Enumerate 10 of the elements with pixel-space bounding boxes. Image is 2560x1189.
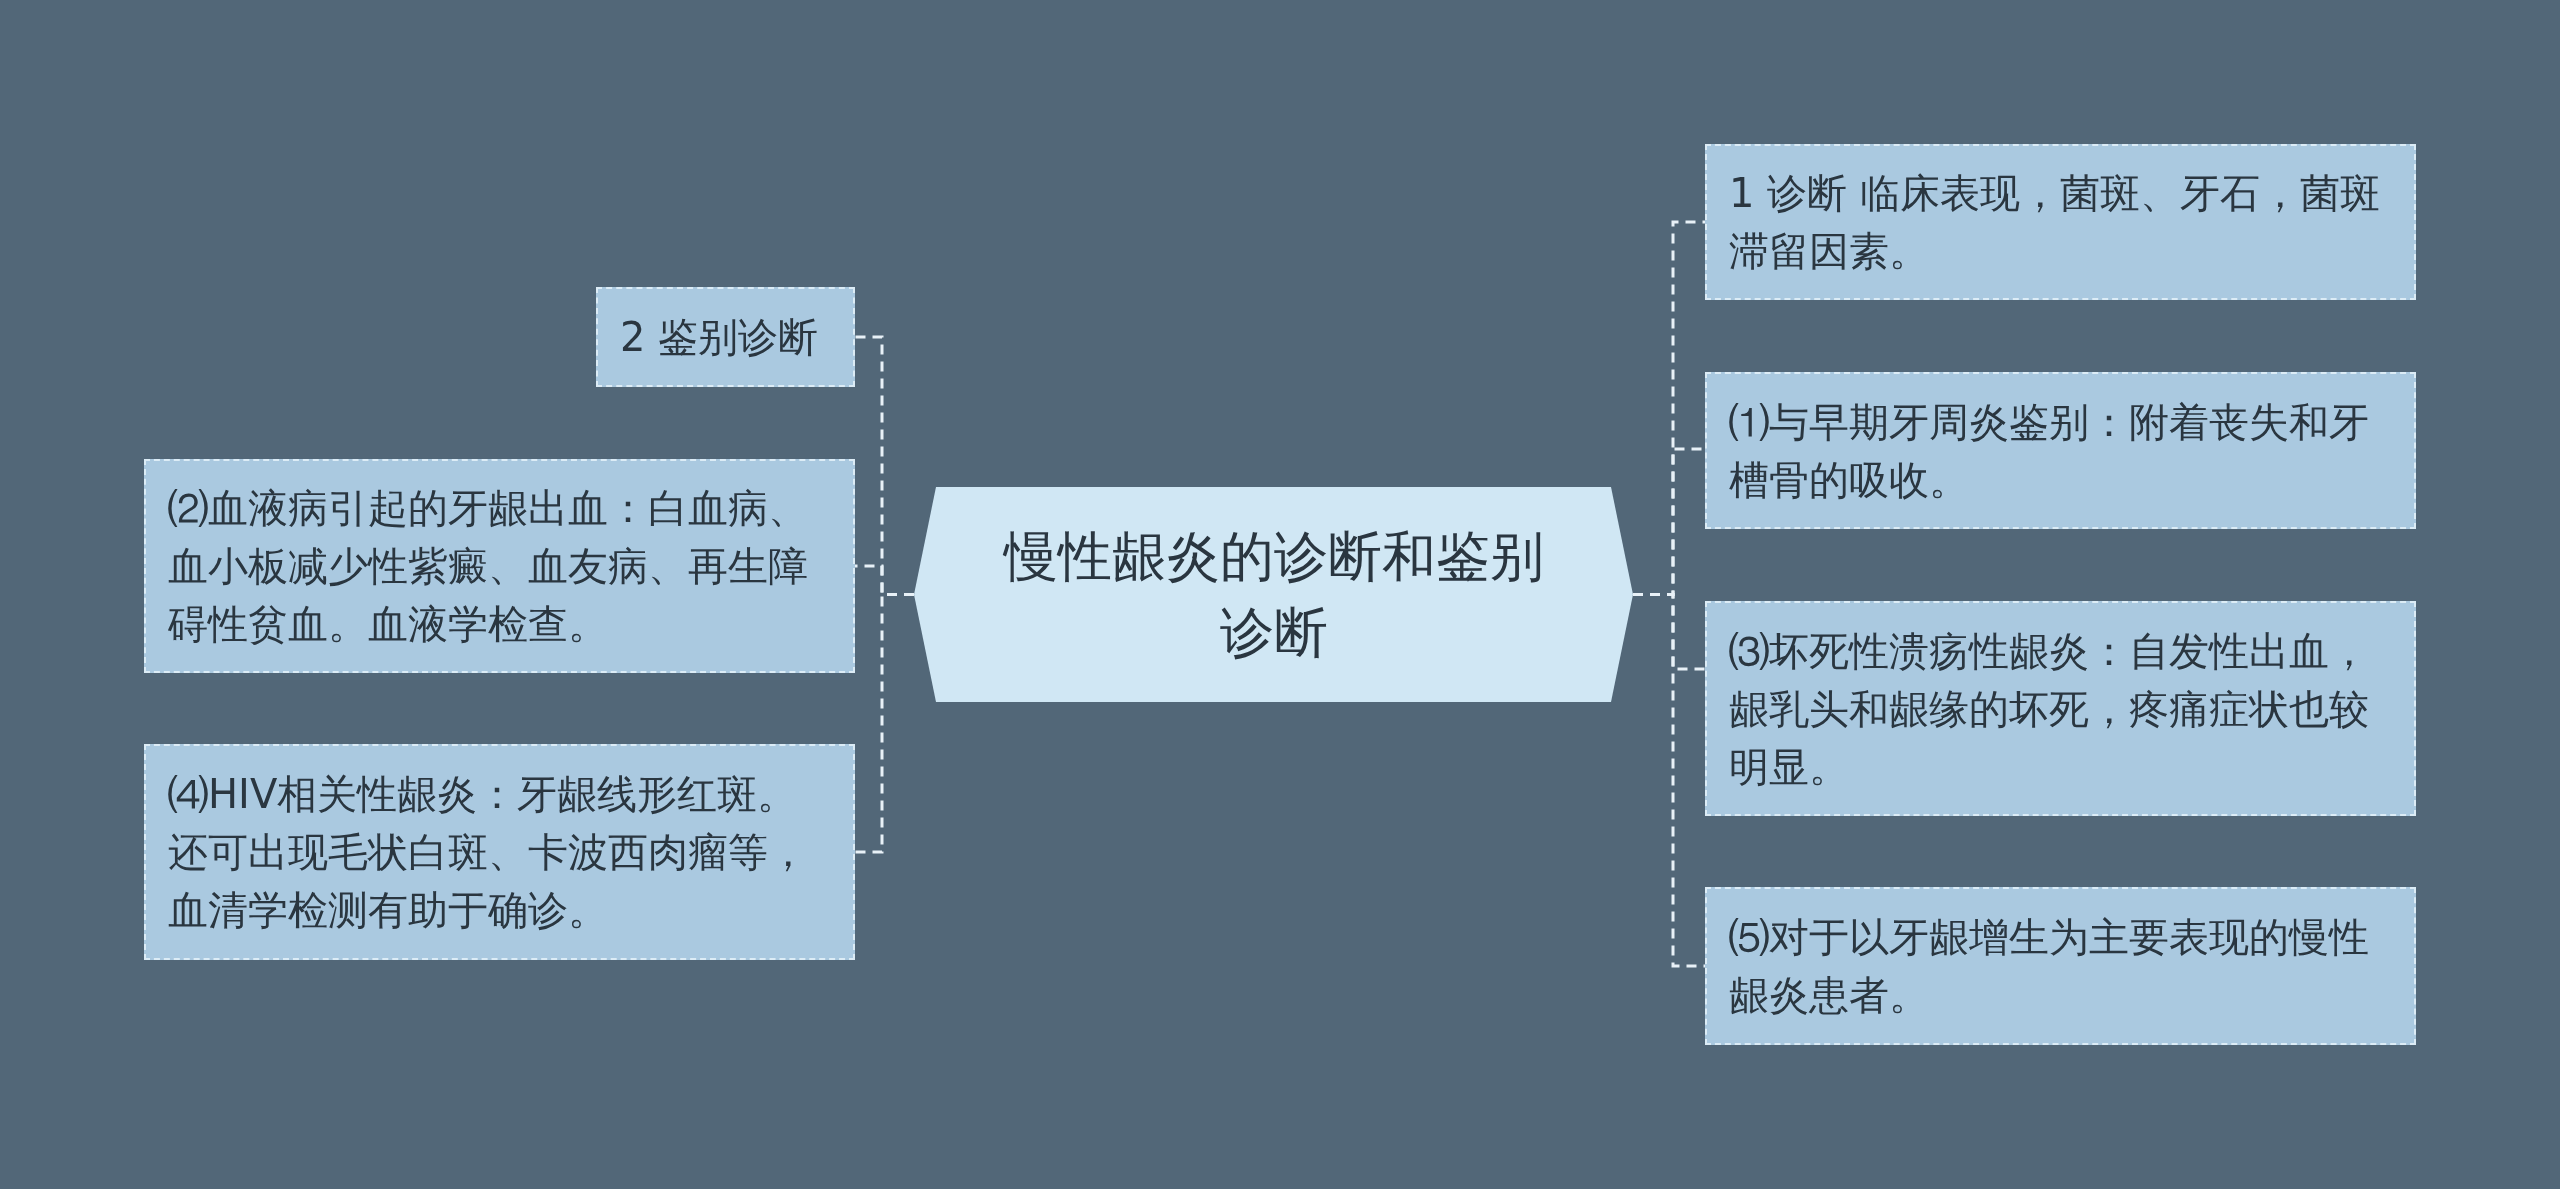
- topic-box: ⑵血液病引起的牙龈出血：白血病、血小板减少性紫癜、血友病、再生障碍性贫血。血液学检查。: [144, 459, 855, 673]
- connector-line: [855, 593, 914, 854]
- connector-line: [1633, 593, 1705, 968]
- topic-box: ⑷HIV相关性龈炎：牙龈线形红斑。还可出现毛状白斑、卡波西肉瘤等，血清学检测有助于确诊。: [144, 744, 855, 960]
- topic-box: ⑸对于以牙龈增生为主要表现的慢性龈炎患者。: [1705, 887, 2416, 1045]
- topic-box: 2 鉴别诊断: [596, 287, 855, 387]
- topic-box: ⑴与早期牙周炎鉴别：附着丧失和牙槽骨的吸收。: [1705, 372, 2416, 529]
- topic-box: 1 诊断 临床表现，菌斑、牙石，菌斑滞留因素。: [1705, 144, 2416, 300]
- topic-box: ⑶坏死性溃疡性龈炎：自发性出血，龈乳头和龈缘的坏死，疼痛症状也较明显。: [1705, 601, 2416, 816]
- hexagon-node: 慢性龈炎的诊断和鉴别诊断: [914, 487, 1633, 702]
